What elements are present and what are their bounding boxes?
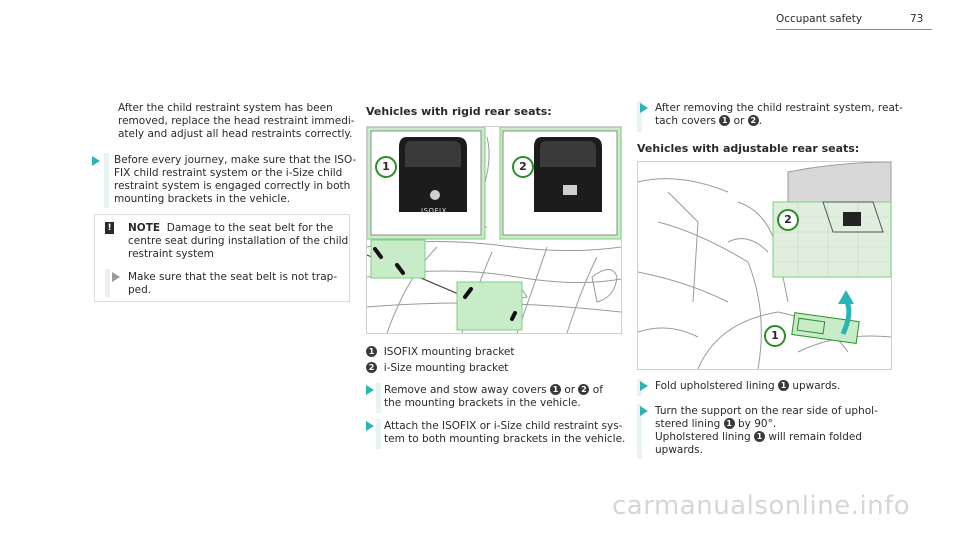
running-header: Occupant safety 73 bbox=[776, 13, 932, 30]
section-title: Occupant safety bbox=[776, 13, 863, 25]
figure-legend: 1 ISOFIX mounting bracket 2 i-Size mount… bbox=[366, 346, 515, 375]
step-bar bbox=[376, 419, 381, 449]
step-text: After removing the child restraint syste… bbox=[655, 102, 903, 127]
adjustable-seats-heading: Vehicles with adjustable rear seats: bbox=[637, 142, 860, 155]
callout-2: 2 bbox=[512, 156, 534, 178]
intro-text: After the child restraint system has bee… bbox=[118, 102, 355, 140]
step-text: Turn the support on the rear side of uph… bbox=[655, 405, 878, 456]
step-text: Fold upholstered lining 1 upwards. bbox=[655, 380, 841, 392]
callout-1: 1 bbox=[764, 325, 786, 347]
arrow-right-icon bbox=[640, 381, 648, 391]
arrow-right-icon bbox=[366, 421, 374, 431]
step-text: Attach the ISOFIX or i-Size child restra… bbox=[384, 420, 626, 445]
rigid-seats-heading: Vehicles with rigid rear seats: bbox=[366, 105, 552, 118]
step-text: Before every journey, make sure that the… bbox=[114, 154, 357, 205]
header-underline bbox=[776, 29, 932, 30]
arrow-right-icon bbox=[92, 156, 100, 166]
note-title: NOTE bbox=[128, 222, 161, 234]
note-text: NOTE Damage to the seat belt for the cen… bbox=[128, 222, 349, 260]
note-step-text: Make sure that the seat belt is not trap… bbox=[128, 271, 338, 296]
step-bar bbox=[637, 379, 642, 396]
legend-item: 1 ISOFIX mounting bracket bbox=[366, 346, 515, 359]
arrow-right-icon bbox=[640, 406, 648, 416]
adjustable-seat-illustration bbox=[638, 162, 891, 369]
exclamation-icon: ! bbox=[105, 222, 114, 234]
arrow-right-icon bbox=[640, 103, 648, 113]
note-box: ! NOTE Damage to the seat belt for the c… bbox=[94, 214, 350, 302]
callout-2: 2 bbox=[777, 209, 799, 231]
step-text: Remove and stow away covers 1 or 2 of th… bbox=[384, 384, 603, 409]
step-bar bbox=[637, 101, 642, 132]
arrow-right-icon bbox=[112, 272, 120, 282]
step-bar bbox=[637, 404, 642, 459]
callout-1: 1 bbox=[375, 156, 397, 178]
arrow-right-icon bbox=[366, 385, 374, 395]
note-step-bar bbox=[105, 269, 110, 297]
isofix-logo-label: ISOFIX bbox=[421, 207, 447, 215]
watermark: carmanualsonline.info bbox=[612, 491, 911, 521]
adjustable-seat-figure: 1 2 bbox=[637, 161, 892, 370]
step-bar bbox=[104, 153, 109, 208]
isofix-illustration bbox=[367, 127, 621, 333]
isofix-figure: 1 2 ISOFIX bbox=[366, 126, 622, 334]
page-number: 73 bbox=[910, 13, 924, 25]
legend-item: 2 i-Size mounting bracket bbox=[366, 362, 515, 375]
step-bar bbox=[376, 383, 381, 413]
